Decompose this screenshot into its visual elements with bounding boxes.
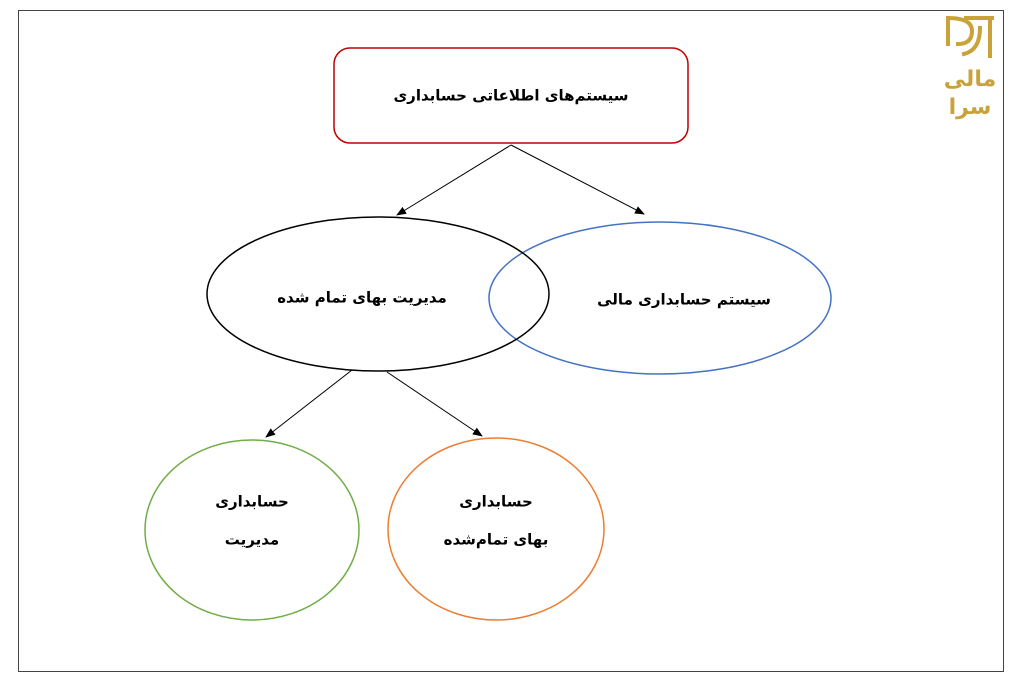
node-financial-accounting-ellipse — [488, 221, 832, 375]
logo-line2: سرا — [949, 95, 992, 120]
node-cost-accounting-ellipse — [387, 437, 605, 621]
node-management-accounting-line1: حسابداری — [215, 493, 289, 511]
node-cost-accounting-line1: حسابداری — [459, 493, 533, 511]
node-cost-management-ellipse — [206, 216, 550, 372]
node-cost-management-label: مدیریت بهای تمام شده — [277, 289, 447, 307]
mali-sara-logo: مالی سرا — [944, 15, 996, 120]
mali-sara-logo-icon — [945, 15, 994, 58]
node-management-accounting-ellipse — [144, 439, 360, 621]
node-management-accounting-line2: مدیریت — [225, 531, 279, 549]
arrow-root-to-financial-accounting — [510, 144, 645, 215]
arrow-cost-management-to-cost-accounting — [386, 371, 483, 437]
node-financial-accounting: سیستم حسابداری مالی — [488, 221, 832, 375]
node-management-accounting: حسابداری مدیریت — [144, 439, 360, 621]
arrow-cost-management-to-management-accounting — [265, 369, 353, 438]
node-cost-accounting: حسابداری بهای تمام‌شده — [387, 437, 605, 621]
node-accounting-information-systems: سیستم‌های اطلاعاتی حسابداری — [333, 47, 689, 144]
node-root-box — [333, 47, 689, 144]
node-cost-accounting-line2: بهای تمام‌شده — [444, 531, 549, 549]
node-root-label: سیستم‌های اطلاعاتی حسابداری — [393, 87, 628, 105]
arrow-root-to-cost-management — [396, 144, 512, 216]
node-financial-accounting-label: سیستم حسابداری مالی — [597, 291, 771, 309]
node-cost-management: مدیریت بهای تمام شده — [206, 216, 550, 372]
logo-line1: مالی — [944, 67, 996, 92]
diagram-frame — [18, 10, 1004, 672]
